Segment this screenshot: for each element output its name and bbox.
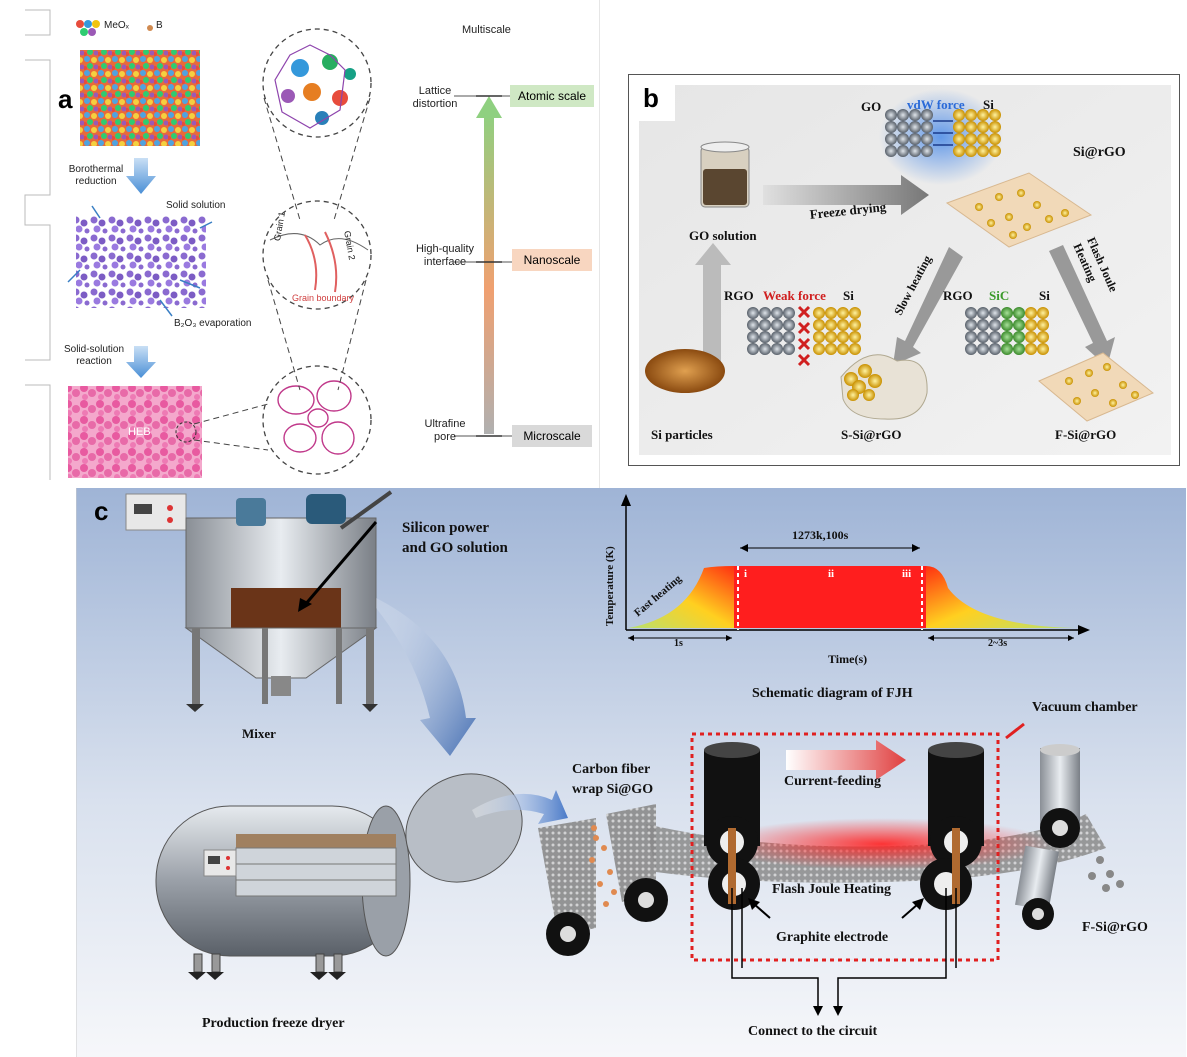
b-si-rgo-label: Si@rGO	[1073, 145, 1126, 160]
heb-label: HEB	[128, 426, 151, 438]
multiscale-title: Multiscale	[462, 24, 511, 36]
fjh-hold-label: 1273k,100s	[792, 528, 849, 542]
panel-a-graphics	[24, 0, 600, 488]
level-left-nano: High-quality interface	[400, 243, 490, 269]
b-f-si-rgo-label: F-Si@rGO	[1055, 427, 1117, 442]
fjh-stage-iii: iii	[902, 568, 912, 580]
step-solid-solution-line1: Solid-solution	[63, 344, 125, 355]
level-left-micro-line2: pore	[433, 431, 457, 443]
b2o3-label: B₂O₃ evaporation	[174, 318, 252, 329]
c-graphite-electrode-label: Graphite electrode	[776, 930, 889, 945]
step-borothermal-line2: reduction	[75, 176, 117, 187]
c-current-feeding-label: Current-feeding	[784, 774, 881, 789]
fjh-xlabel: Time(s)	[828, 652, 868, 666]
b-rgo2-label: RGO	[943, 288, 973, 303]
c-silicon-power-label: Silicon power and GO solution	[402, 518, 508, 558]
level-left-nano-line2: interface	[423, 256, 467, 268]
panel-b-label: b	[643, 83, 659, 113]
panel-c-label: c	[94, 496, 109, 526]
legend-b: B	[156, 20, 163, 31]
b-weak-force-label: Weak force	[763, 288, 826, 303]
legend-meox: MeOₓ	[104, 20, 129, 31]
b-rgo1-label: RGO	[724, 288, 754, 303]
level-left-atomic: Lattice distortion	[400, 85, 470, 111]
step-solid-solution-line2: reaction	[76, 356, 112, 367]
c-vacuum-chamber-label: Vacuum chamber	[1032, 700, 1138, 715]
level-left-micro-line1: Ultrafine	[424, 418, 466, 430]
b-si-particles-label: Si particles	[651, 427, 713, 442]
step-borothermal-line1: Borothermal	[68, 164, 124, 175]
b-si2-label: Si	[843, 288, 854, 303]
c-flash-joule-label: Flash Joule Heating	[772, 882, 892, 897]
level-left-atomic-line1: Lattice	[418, 85, 452, 97]
solid-solution-label: Solid solution	[166, 200, 226, 211]
step-borothermal: Borothermal reduction	[56, 164, 136, 188]
step-solid-solution: Solid-solution reaction	[54, 344, 134, 368]
fjh-chart	[621, 494, 1090, 641]
c-schematic-title: Schematic diagram of FJH	[752, 686, 913, 701]
c-freeze-dryer-label: Production freeze dryer	[202, 1016, 345, 1031]
level-left-nano-line1: High-quality	[415, 243, 475, 255]
fjh-rise-label: 1s	[674, 638, 683, 649]
c-silicon-power-line1: Silicon power	[402, 520, 490, 536]
b-si-label: Si	[983, 97, 994, 112]
grain-boundary-label: Grain boundary	[292, 293, 355, 303]
fjh-ylabel: Temperature (K)	[604, 546, 616, 626]
panel-c: c Silicon power and GO solution Mixer Pr…	[76, 488, 1186, 1057]
c-f-si-rgo-label: F-Si@rGO	[1082, 920, 1148, 935]
b-go-solution-label: GO solution	[689, 228, 757, 243]
fjh-stage-ii: ii	[828, 568, 835, 580]
tag-microscale: Microscale	[512, 425, 592, 447]
fjh-cool-label: 2~3s	[988, 638, 1008, 649]
fjh-stage-i: i	[744, 568, 748, 580]
b-sic-label: SiC	[989, 288, 1010, 303]
panel-c-graphics	[76, 488, 1186, 1057]
b-s-si-rgo-label: S-Si@rGO	[841, 427, 902, 442]
panel-b-label-box	[631, 77, 675, 121]
tag-nanoscale: Nanoscale	[512, 249, 592, 271]
c-carbon-fiber-line2: wrap Si@GO	[572, 782, 654, 797]
b-si3-label: Si	[1039, 288, 1050, 303]
b-vdw-label: vdW force	[907, 97, 965, 112]
c-carbon-fiber-label: Carbon fiber wrap Si@GO	[572, 760, 653, 800]
panel-b-graphics	[639, 85, 1171, 455]
c-silicon-power-line2: and GO solution	[402, 540, 508, 556]
c-connect-label: Connect to the circuit	[748, 1024, 878, 1039]
panel-b: b GO vdW force Si Si@rGO GO solution Fre…	[628, 74, 1180, 466]
c-mixer-label: Mixer	[242, 726, 276, 741]
level-left-micro: Ultrafine pore	[410, 418, 480, 444]
b-go-label: GO	[861, 99, 882, 114]
level-left-atomic-line2: distortion	[412, 98, 458, 110]
panel-a: a MeOₓ B Borothermal reduction Solid sol…	[0, 0, 600, 488]
c-carbon-fiber-line1: Carbon fiber	[572, 762, 651, 777]
panel-a-label: a	[58, 84, 73, 114]
tag-atomic-scale: Atomic scale	[510, 85, 594, 107]
